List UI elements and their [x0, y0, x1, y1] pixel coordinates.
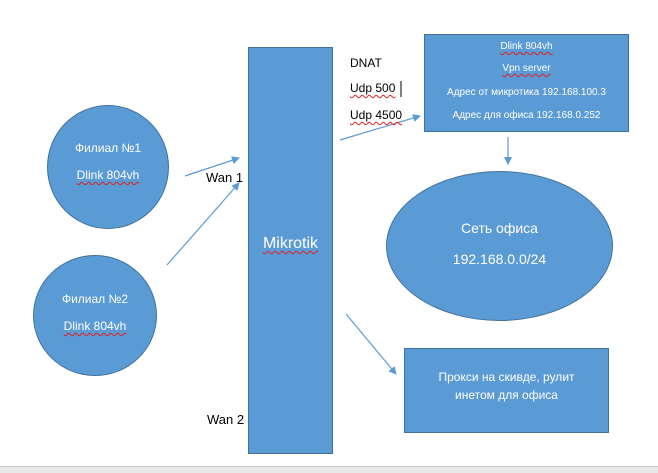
dnat-port-4500: Udp 4500 — [350, 108, 402, 122]
branch2-device: Dlink 804vh — [34, 319, 156, 333]
vpn-device-text: Dlink 804vh — [500, 41, 553, 52]
arrow-router-to-proxy — [345, 313, 397, 375]
dnat-port-4500-text: Udp 4500 — [350, 108, 403, 122]
dnat-port-500: Udp 500 — [350, 81, 395, 95]
branch1-title: Филиал №1 — [74, 141, 142, 155]
arrow-branch2-to-wan1 — [166, 182, 240, 266]
vpn-role: Vpn server — [425, 63, 628, 74]
branch1-node: Филиал №1 Dlink 804vh — [47, 105, 169, 229]
proxy-box: Прокси на скивде, рулит инетом для офиса — [404, 348, 609, 433]
dnat-port-500-text: Udp 500 — [350, 81, 396, 95]
branch2-title: Филиал №2 — [61, 292, 129, 306]
vpn-addr-from-router: Адрес от микротика 192.168.100.3 — [447, 87, 606, 98]
vpn-server-box: Dlink 804vh Vpn server Адрес от микротик… — [424, 34, 629, 132]
vpn-role-text: Vpn server — [502, 63, 551, 74]
office-network-node: Сеть офиса 192.168.0.0/24 — [386, 171, 613, 321]
branch1-device: Dlink 804vh — [48, 168, 168, 182]
mikrotik-router: Mikrotik — [248, 47, 333, 454]
wan2-label: Wan 2 — [207, 412, 245, 427]
proxy-line1: Прокси на скивде, рулит — [405, 370, 608, 384]
mikrotik-label: Mikrotik — [249, 235, 332, 253]
dnat-title: DNAT — [350, 56, 382, 70]
office-subnet: 192.168.0.0/24 — [452, 251, 547, 267]
branch2-device-text: Dlink 804vh — [63, 319, 127, 333]
branch2-node: Филиал №2 Dlink 804vh — [33, 255, 157, 376]
mikrotik-label-text: Mikrotik — [262, 235, 319, 252]
office-title: Сеть офиса — [461, 220, 538, 236]
vpn-addr-office: Адрес для офиса 192.168.0.252 — [452, 110, 601, 121]
proxy-line1-text: Прокси на скивде, рулит — [438, 370, 575, 384]
proxy-line2: инетом для офиса — [455, 388, 558, 402]
wan1-label: Wan 1 — [206, 170, 244, 185]
window-bottom-bar — [0, 466, 658, 473]
vpn-device: Dlink 804vh — [425, 41, 628, 52]
branch1-device-text: Dlink 804vh — [76, 168, 140, 182]
